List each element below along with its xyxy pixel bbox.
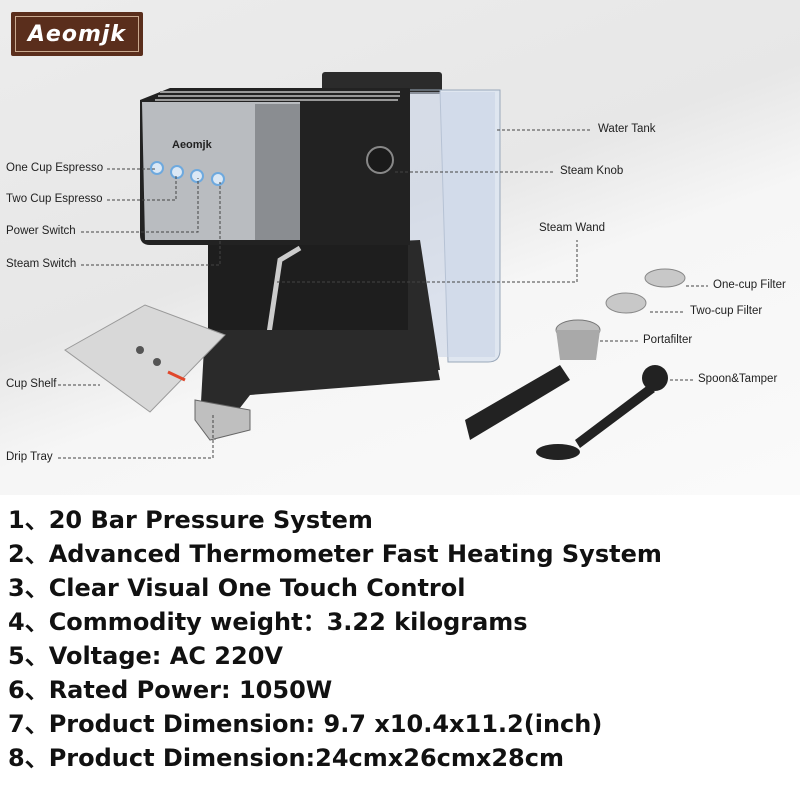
espresso-machine-illustration: Aeomjk bbox=[58, 72, 708, 460]
label-steam-wand: Steam Wand bbox=[539, 222, 606, 234]
label-spoon-tamper: Spoon&Tamper bbox=[698, 373, 778, 385]
label-two-cup-espresso: Two Cup Espresso bbox=[6, 193, 103, 205]
feature-item: 3、Clear Visual One Touch Control bbox=[8, 574, 466, 602]
label-one-cup-espresso: One Cup Espresso bbox=[6, 162, 104, 174]
feature-item: 8、Product Dimension:24cmx26cmx28cm bbox=[8, 744, 564, 772]
label-steam-switch: Steam Switch bbox=[6, 258, 77, 270]
feature-item: 1、20 Bar Pressure System bbox=[8, 506, 373, 534]
label-drip-tray: Drip Tray bbox=[6, 451, 53, 463]
feature-item: 2、Advanced Thermometer Fast Heating Syst… bbox=[8, 540, 662, 568]
label-two-cup-filter: Two-cup Filter bbox=[690, 305, 763, 317]
label-portafilter: Portafilter bbox=[643, 334, 693, 346]
brand-logo: Aeomjk bbox=[11, 12, 143, 56]
label-one-cup-filter: One-cup Filter bbox=[713, 279, 786, 291]
product-photo: Aeomjk Aeomjk bbox=[0, 0, 800, 495]
feature-item: 4、Commodity weight：3.22 kilograms bbox=[8, 608, 528, 636]
label-steam-knob: Steam Knob bbox=[560, 165, 624, 177]
machine-badge: Aeomjk bbox=[172, 139, 213, 151]
feature-list: 1、20 Bar Pressure System 2、Advanced Ther… bbox=[8, 503, 662, 775]
label-cup-shelf: Cup Shelf bbox=[6, 378, 57, 390]
feature-item: 7、Product Dimension: 9.7 x10.4x11.2(inch… bbox=[8, 710, 603, 738]
label-water-tank: Water Tank bbox=[598, 123, 656, 135]
label-power-switch: Power Switch bbox=[6, 225, 76, 237]
feature-item: 5、Voltage: AC 220V bbox=[8, 642, 283, 670]
feature-item: 6、Rated Power: 1050W bbox=[8, 676, 333, 704]
